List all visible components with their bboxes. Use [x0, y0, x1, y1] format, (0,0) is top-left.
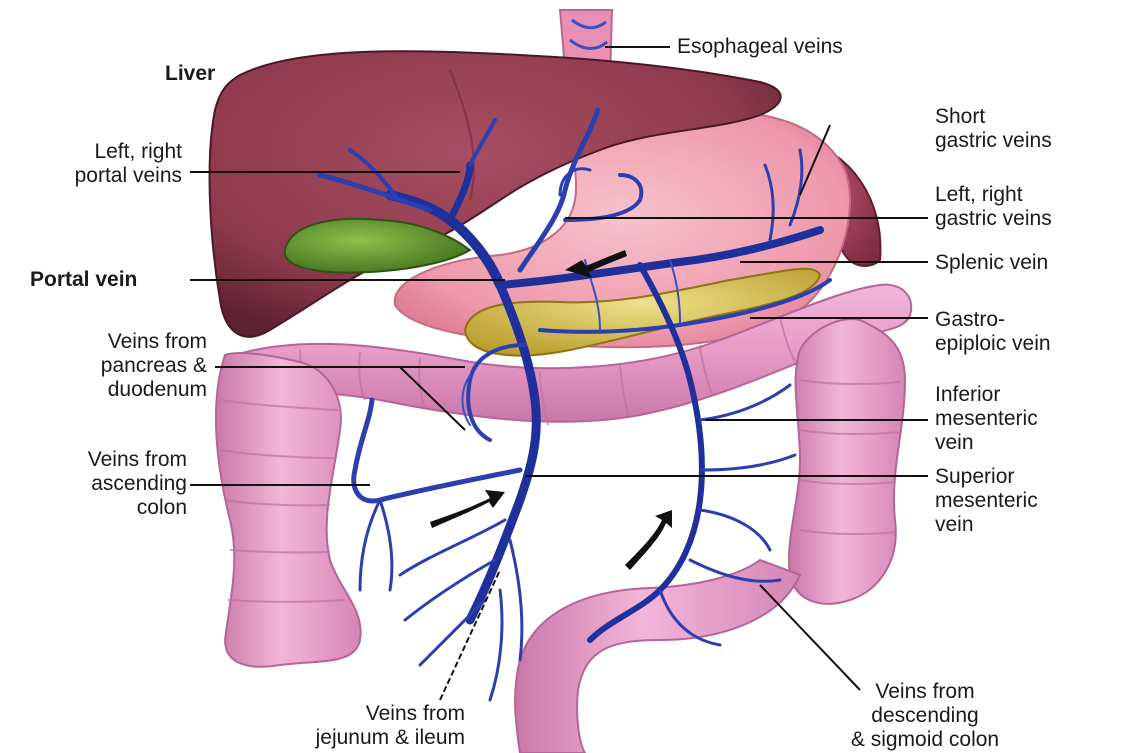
- label-esophageal-veins: Esophageal veins: [677, 35, 843, 59]
- label-gastro-epiploic-vein: Gastro-epiploic vein: [935, 308, 1051, 356]
- descending-colon: [789, 319, 905, 604]
- label-splenic-vein: Splenic vein: [935, 251, 1048, 275]
- label-liver: Liver: [165, 62, 215, 86]
- label-portal-vein: Portal vein: [30, 268, 137, 292]
- ascending-colon: [216, 353, 361, 667]
